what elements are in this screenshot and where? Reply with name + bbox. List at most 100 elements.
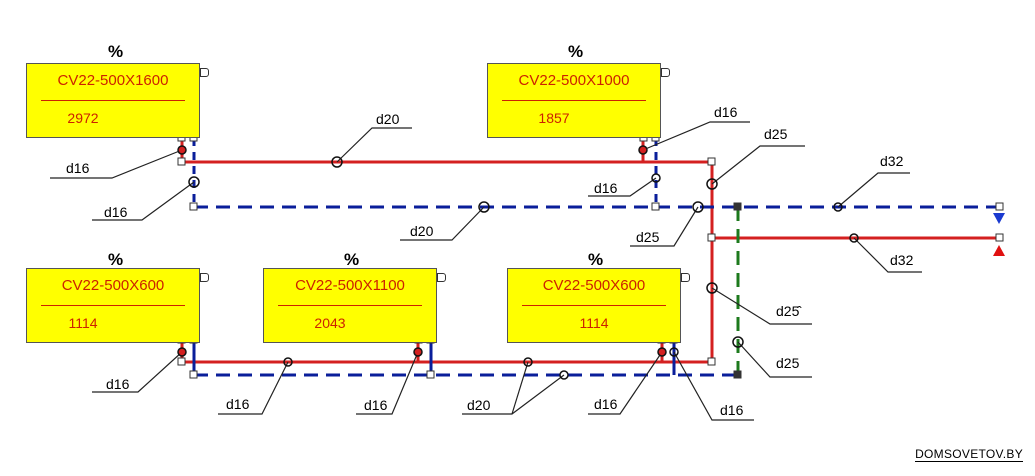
thermostat-valve-icon [200, 273, 209, 282]
supply-pipes [180, 138, 1000, 364]
radiator-power: 1114 [68, 315, 98, 331]
marker [283, 357, 293, 367]
radiator-power: 1857 [538, 110, 570, 126]
node [189, 202, 198, 211]
leader [50, 149, 183, 179]
leader [511, 361, 529, 415]
marker [413, 347, 423, 357]
leader [588, 351, 663, 415]
radiator-marker: % [588, 250, 604, 269]
radiator-body: CV22-500X1100 2043 [263, 268, 437, 343]
leader [462, 374, 565, 415]
node [189, 370, 198, 379]
pipe-label: d16 [106, 376, 130, 392]
leader [400, 206, 485, 241]
marker [692, 201, 704, 213]
node [707, 233, 716, 242]
node [426, 370, 435, 379]
radiator-model: CV22-500X600 [61, 277, 165, 294]
leader [588, 177, 657, 197]
node [733, 370, 742, 379]
leader-lines [50, 121, 922, 421]
radiator-power: 2972 [67, 110, 99, 126]
supply-arrow-up-icon [993, 245, 1005, 256]
watermark: DOMSOVETOV.BY [915, 447, 1023, 462]
thermostat-valve-icon [661, 68, 670, 77]
pipe-label: d25̂ [776, 303, 800, 319]
leader [673, 351, 754, 421]
radiator-divider [522, 305, 666, 306]
radiator-marker: % [108, 250, 124, 269]
radiator-model: CV22-500X1000 [518, 72, 630, 89]
radiator-model: CV22-500X600 [542, 277, 646, 294]
pipe-label: d25 [764, 126, 788, 142]
marker [177, 145, 187, 155]
thermostat-valve-icon [200, 68, 209, 77]
pipe-label: d16 [226, 396, 250, 412]
marker [559, 370, 569, 380]
pipe-label: d16 [364, 397, 388, 413]
radiator-divider [41, 100, 185, 101]
marker [669, 347, 679, 357]
radiator-divider [278, 305, 422, 306]
node [707, 157, 716, 166]
leader [336, 127, 412, 163]
pipe-label: d25 [776, 355, 800, 371]
leader [837, 172, 910, 208]
radiator-body: CV22-500X600 1114 [507, 268, 681, 343]
radiator-model: CV22-500X1100 [295, 277, 405, 294]
pipe-label: d20 [376, 111, 400, 127]
radiator-marker: % [344, 250, 360, 269]
radiator-body: CV22-500X1600 2972 [26, 63, 200, 138]
pipe-label: d32 [880, 153, 904, 169]
radiator-marker: % [108, 42, 124, 61]
leader [630, 206, 699, 247]
leader [92, 181, 195, 221]
radiator-body: CV22-500X1000 1857 [487, 63, 661, 138]
node [707, 357, 716, 366]
node [733, 202, 742, 211]
leader [218, 361, 289, 415]
radiator-model: CV22-500X1600 [57, 72, 169, 89]
leader [356, 351, 419, 415]
leader [642, 121, 750, 151]
pipe-label: d20 [410, 223, 434, 239]
node [995, 233, 1004, 242]
thermostat-valve-icon [437, 273, 446, 282]
pipe-label: d32 [890, 252, 914, 268]
pipe-label: d20 [467, 397, 491, 413]
marker [833, 202, 843, 212]
leader [711, 287, 812, 325]
pipe-label: d16 [714, 104, 738, 120]
marker [849, 233, 859, 243]
radiator-power: 1114 [579, 315, 609, 331]
marker [523, 357, 533, 367]
node [995, 202, 1004, 211]
marker [177, 347, 187, 357]
marker [478, 201, 490, 213]
marker [331, 156, 343, 168]
node [177, 157, 186, 166]
node [177, 357, 186, 366]
leader [711, 145, 805, 185]
marker [706, 178, 718, 190]
leader [737, 341, 812, 378]
radiator-body: CV22-500X600 1114 [26, 268, 200, 343]
marker [732, 336, 744, 348]
pipe-markers [177, 145, 859, 380]
pipe-label: d16 [594, 396, 618, 412]
pipe-label: d16 [66, 160, 90, 176]
pipe-label: d16 [594, 180, 618, 196]
marker [188, 176, 200, 188]
marker [657, 347, 667, 357]
return-arrow-down-icon [993, 213, 1005, 224]
pipe-label: d25 [636, 229, 660, 245]
pipe-label: d16 [104, 204, 128, 220]
marker [638, 145, 648, 155]
thermostat-valve-icon [681, 273, 690, 282]
node [651, 202, 660, 211]
radiator-divider [502, 100, 646, 101]
marker [651, 173, 661, 183]
leader [853, 237, 922, 273]
